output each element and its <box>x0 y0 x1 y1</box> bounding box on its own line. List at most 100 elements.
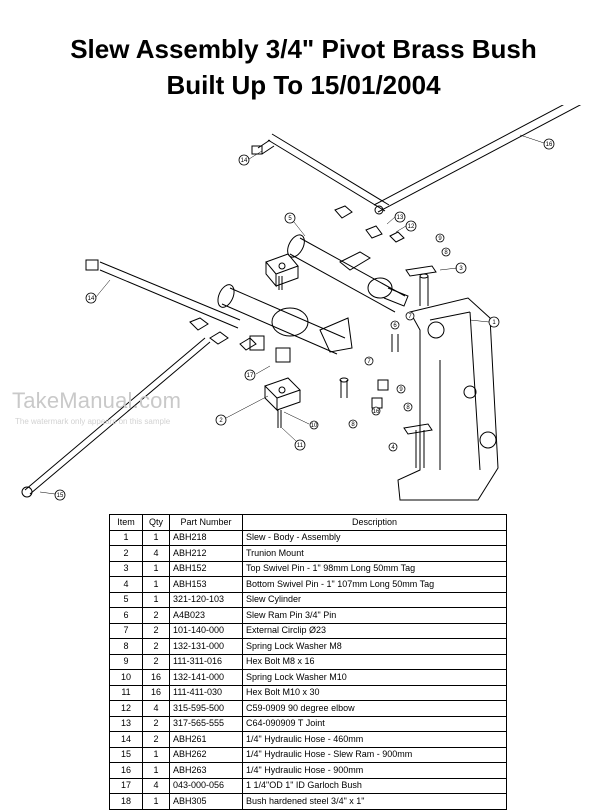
svg-text:12: 12 <box>408 224 415 230</box>
cell-item: 6 <box>109 607 143 624</box>
svg-text:10: 10 <box>311 423 318 429</box>
callout-8-low: 8 <box>348 419 358 429</box>
cell-item: 3 <box>109 560 143 577</box>
cell-qty: 2 <box>142 638 170 655</box>
slew-cylinder-lower <box>221 287 346 355</box>
header-item: Item <box>109 514 143 531</box>
cell-description: Trunion Mount <box>242 545 507 562</box>
cell-qty: 2 <box>142 731 170 748</box>
cell-item: 17 <box>109 777 143 794</box>
exploded-assembly-diagram: 16 14 5 13 12 9 8 3 14 1 7 6 7 17 9 16 8… <box>21 105 582 501</box>
cell-part-number: 317-565-555 <box>169 715 243 732</box>
cell-qty: 1 <box>142 762 170 779</box>
cell-description: 1/4" Hydraulic Hose - 460mm <box>242 731 507 748</box>
header-part-number: Part Number <box>169 514 243 531</box>
cell-qty: 4 <box>142 700 170 717</box>
svg-text:13: 13 <box>397 215 404 221</box>
cell-description: C59-0909 90 degree elbow <box>242 700 507 717</box>
cell-item: 18 <box>109 793 143 810</box>
cell-description: Slew - Body - Assembly <box>242 529 507 546</box>
cell-qty: 2 <box>142 607 170 624</box>
callout-13: 13 <box>394 211 406 223</box>
trunion-mount-bottom <box>264 377 301 412</box>
top-swivel-pin <box>419 276 429 306</box>
cell-item: 13 <box>109 715 143 732</box>
watermark-note: The watermark only appears on this sampl… <box>15 417 171 426</box>
cell-part-number: ABH152 <box>169 560 243 577</box>
cell-description: 1/4" Hydraulic Hose - Slew Ram - 900mm <box>242 746 507 763</box>
cell-item: 9 <box>109 653 143 670</box>
cell-part-number: ABH261 <box>169 731 243 748</box>
slew-cylinder-upper <box>289 237 406 313</box>
svg-text:11: 11 <box>297 443 304 449</box>
cell-qty: 16 <box>142 669 170 686</box>
title-line-2: Built Up To 15/01/2004 <box>166 70 441 100</box>
svg-text:16: 16 <box>373 409 380 415</box>
title-line-1: Slew Assembly 3/4" Pivot Brass Bush <box>70 34 537 64</box>
cell-item: 2 <box>109 545 143 562</box>
cell-item: 14 <box>109 731 143 748</box>
hose-15 <box>24 337 211 495</box>
bottom-swivel-pin <box>415 430 425 468</box>
trunion-mount-top <box>265 253 299 288</box>
cell-qty: 2 <box>142 653 170 670</box>
svg-text:16: 16 <box>546 142 553 148</box>
svg-text:17: 17 <box>247 373 254 379</box>
cell-description: External Circlip Ø23 <box>242 622 507 639</box>
cell-description: Bottom Swivel Pin - 1" 107mm Long 50mm T… <box>242 576 507 593</box>
cell-qty: 1 <box>142 746 170 763</box>
callout-5: 5 <box>284 212 296 224</box>
cell-part-number: ABH153 <box>169 576 243 593</box>
table-header-row: Item Qty Part Number Description <box>109 514 507 531</box>
cell-qty: 1 <box>142 560 170 577</box>
callout-14-left: 14 <box>85 292 97 304</box>
cell-description: 1 1/4"OD 1" ID Garloch Bush <box>242 777 507 794</box>
cell-description: Top Swivel Pin - 1" 98mm Long 50mm Tag <box>242 560 507 577</box>
cell-item: 5 <box>109 591 143 608</box>
svg-text:8: 8 <box>444 250 448 256</box>
cell-item: 11 <box>109 684 143 701</box>
cell-qty: 1 <box>142 591 170 608</box>
cell-description: C64-090909 T Joint <box>242 715 507 732</box>
callout-8-mid: 8 <box>403 402 413 412</box>
cell-part-number: ABH262 <box>169 746 243 763</box>
callout-1: 1 <box>488 316 500 328</box>
cell-item: 7 <box>109 622 143 639</box>
cell-description: 1/4" Hydraulic Hose - 900mm <box>242 762 507 779</box>
cell-item: 4 <box>109 576 143 593</box>
cell-part-number: ABH212 <box>169 545 243 562</box>
cell-part-number: 111-311-016 <box>169 653 243 670</box>
cell-item: 12 <box>109 700 143 717</box>
cell-part-number: A4B023 <box>169 607 243 624</box>
cell-part-number: ABH218 <box>169 529 243 546</box>
cell-item: 8 <box>109 638 143 655</box>
callout-15: 15 <box>54 489 66 501</box>
watermark-brand: TakeManual.com <box>12 388 182 413</box>
cell-part-number: 101-140-000 <box>169 622 243 639</box>
cell-qty: 1 <box>142 793 170 810</box>
callout-6: 6 <box>390 320 400 330</box>
svg-text:4: 4 <box>391 445 395 451</box>
cell-item: 16 <box>109 762 143 779</box>
svg-text:5: 5 <box>288 216 292 222</box>
cell-description: Hex Bolt M10 x 30 <box>242 684 507 701</box>
svg-text:9: 9 <box>438 236 442 242</box>
cell-qty: 1 <box>142 576 170 593</box>
callout-16: 16 <box>543 138 555 150</box>
svg-text:8: 8 <box>351 422 355 428</box>
svg-text:8: 8 <box>406 405 410 411</box>
svg-text:15: 15 <box>57 493 64 499</box>
